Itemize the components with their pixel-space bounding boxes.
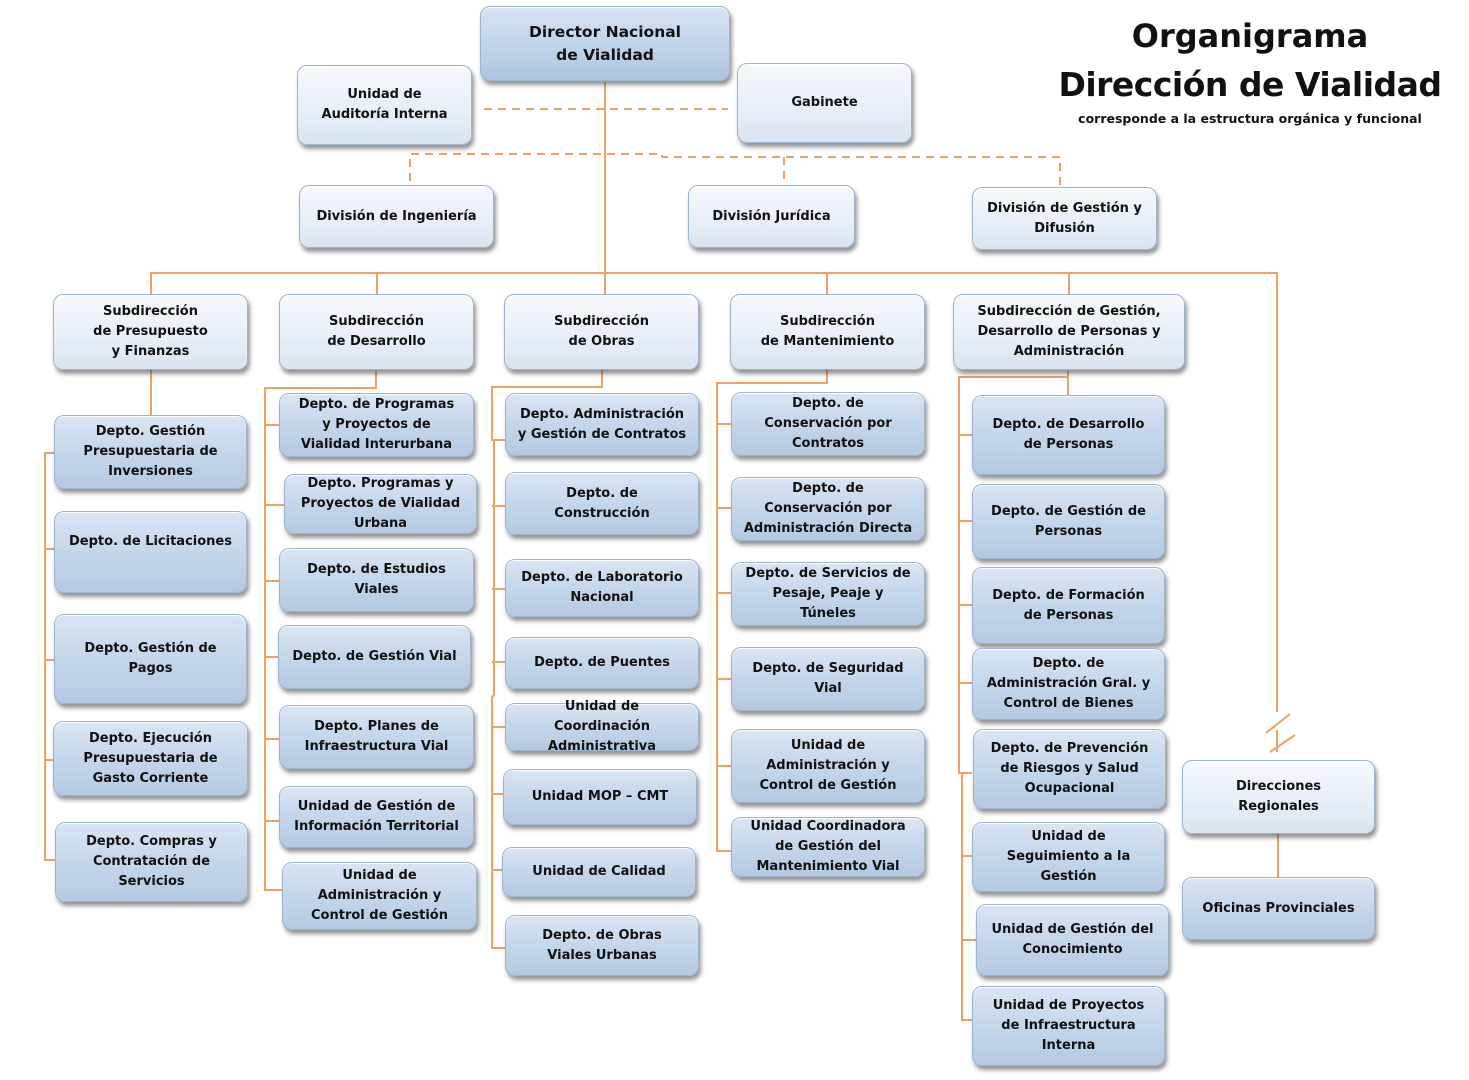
node-unit[interactable]: Depto. de Gestión de Personas [972, 484, 1165, 559]
node-subdireccion-desarrollo[interactable]: Subdirección de Desarrollo [279, 294, 474, 370]
node-unit[interactable]: Depto. de Estudios Viales [279, 548, 474, 612]
node-unit[interactable]: Depto. Gestión de Pagos [54, 614, 247, 704]
node-auditoria-interna[interactable]: Unidad de Auditoría Interna [297, 65, 472, 145]
node-unit[interactable]: Depto. Compras y Contratación de Servici… [55, 822, 248, 902]
subtitle: corresponde a la estructura orgánica y f… [1078, 111, 1422, 126]
node-unit[interactable]: Unidad MOP – CMT [503, 769, 697, 825]
node-unit[interactable]: Depto. de Obras Viales Urbanas [505, 915, 699, 976]
node-unit[interactable]: Unidad de Calidad [502, 847, 696, 897]
node-unit[interactable]: Depto. Gestión Presupuestaria de Inversi… [54, 415, 247, 489]
node-unit[interactable]: Depto. de Laboratorio Nacional [505, 559, 699, 617]
node-unit[interactable]: Unidad de Administración y Control de Ge… [282, 862, 477, 930]
node-gabinete[interactable]: Gabinete [737, 63, 912, 143]
node-direcciones-regionales[interactable]: Direcciones Regionales [1182, 760, 1375, 834]
node-unit[interactable]: Unidad de Proyectos de Infraestructura I… [972, 986, 1165, 1066]
node-division-gestion-difusion[interactable]: División de Gestión y Difusión [972, 187, 1157, 250]
node-unit[interactable]: Depto. Administración y Gestión de Contr… [505, 393, 699, 456]
title-line-2: Dirección de Vialidad [1058, 65, 1442, 104]
node-unit[interactable]: Depto. Planes de Infraestructura Vial [279, 705, 474, 769]
node-division-ingenieria[interactable]: División de Ingeniería [299, 185, 494, 248]
node-unit[interactable]: Depto. Ejecución Presupuestaria de Gasto… [53, 721, 248, 796]
node-unit[interactable]: Depto. de Formación de Personas [972, 567, 1165, 644]
node-division-juridica[interactable]: División Jurídica [688, 185, 855, 248]
node-unit[interactable]: Depto. de Administración Gral. y Control… [972, 648, 1165, 720]
node-subdireccion-obras[interactable]: Subdirección de Obras [504, 294, 699, 370]
node-subdireccion-gestion-personas[interactable]: Subdirección de Gestión, Desarrollo de P… [953, 294, 1185, 370]
node-unit[interactable]: Depto. de Gestión Vial [278, 625, 471, 689]
node-unit[interactable]: Depto. de Puentes [505, 637, 699, 689]
title-line-1: Organigrama [1131, 17, 1369, 55]
node-director-nacional[interactable]: Director Nacional de Vialidad [480, 6, 730, 81]
node-unit[interactable]: Depto. de Desarrollo de Personas [972, 395, 1165, 475]
node-unit[interactable]: Depto. de Programas y Proyectos de Viali… [279, 393, 474, 457]
node-unit[interactable]: Depto. de Prevención de Riesgos y Salud … [973, 729, 1166, 809]
node-unit[interactable]: Unidad Coordinadora de Gestión del Mante… [731, 817, 925, 877]
node-unit[interactable]: Depto. Programas y Proyectos de Vialidad… [284, 474, 477, 534]
node-unit[interactable]: Unidad de Administración y Control de Ge… [731, 729, 925, 803]
node-unit[interactable]: Unidad de Gestión del Conocimiento [976, 904, 1169, 976]
node-unit[interactable]: Unidad de Seguimiento a la Gestión [972, 822, 1165, 892]
break-mark-icon [1265, 713, 1291, 734]
node-unit[interactable]: Depto. de Construcción [505, 472, 699, 535]
connector-divisions-dashed [409, 153, 1061, 185]
node-unit[interactable]: Depto. de Conservación por Contratos [731, 392, 925, 456]
node-unit[interactable]: Depto. de Licitaciones [54, 511, 247, 593]
node-unit[interactable]: Depto. de Seguridad Vial [731, 647, 925, 711]
connector-main-bus [150, 272, 1278, 712]
node-oficinas-provinciales[interactable]: Oficinas Provinciales [1182, 877, 1375, 940]
node-unit[interactable]: Unidad de Coordinación Administrativa [505, 699, 699, 754]
node-subdireccion-mantenimiento[interactable]: Subdirección de Mantenimiento [730, 294, 925, 370]
node-unit[interactable]: Depto. de Conservación por Administració… [731, 477, 925, 541]
node-unit[interactable]: Unidad de Gestión de Información Territo… [279, 786, 474, 848]
node-subdireccion-presupuesto[interactable]: Subdirección de Presupuesto y Finanzas [53, 294, 248, 370]
node-unit[interactable]: Depto. de Servicios de Pesaje, Peaje y T… [731, 562, 925, 626]
